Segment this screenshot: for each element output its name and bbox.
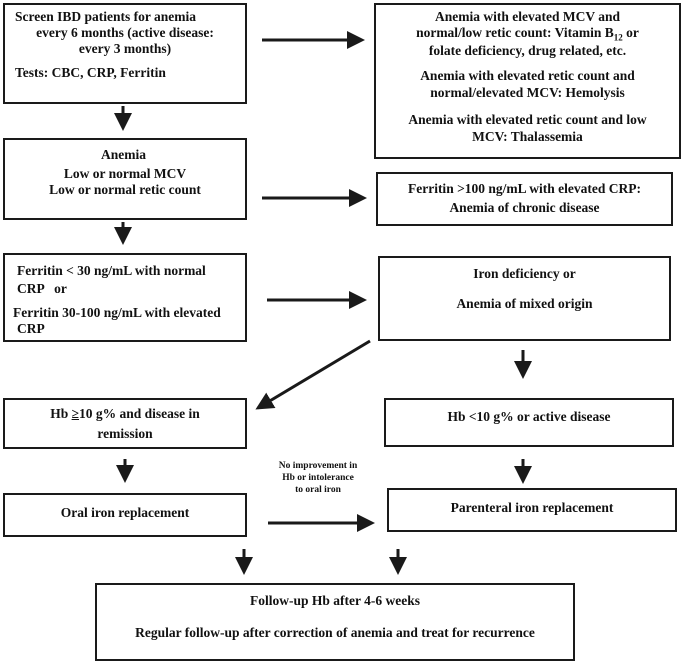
hb-high-line-2: remission <box>97 426 153 441</box>
high-mcv-line-1: Anemia with elevated MCV and <box>435 9 620 24</box>
high-mcv-line-6: Anemia with elevated retic count and low <box>408 112 647 127</box>
high-mcv-line-4: Anemia with elevated retic count and <box>420 68 635 83</box>
ferritin-line-1: Ferritin < 30 ng/mL with normal <box>17 263 206 278</box>
hb-high-box: Hb ≥10 g% and disease in remission <box>3 398 247 449</box>
parenteral-iron-label: Parenteral iron replacement <box>450 500 614 515</box>
hb-low-line-1: Hb <10 g% or active disease <box>447 409 611 424</box>
screen-line-3: every 3 months) <box>78 41 172 56</box>
parenteral-iron-box: Parenteral iron replacement <box>387 488 677 532</box>
high-mcv-line-7: MCV: Thalassemia <box>472 129 583 144</box>
anemia-line-2: Low or normal MCV <box>63 166 187 181</box>
high-mcv-line-5: normal/elevated MCV: Hemolysis <box>430 85 625 100</box>
high-mcv-line-2: normal/low retic count: Vitamin B12 or <box>416 25 639 43</box>
chronic-disease-box: Ferritin >100 ng/mL with elevated CRP: A… <box>376 172 673 226</box>
ferritin-box: Ferritin < 30 ng/mL with normal CRP or F… <box>3 253 247 342</box>
oral-iron-label: Oral iron replacement <box>60 505 190 520</box>
arrow-iron-def-to-hb-high <box>255 339 371 410</box>
hb-high-line-1: Hb ≥10 g% and disease in <box>50 406 200 421</box>
chronic-line-1: Ferritin >100 ng/mL with elevated CRP: <box>407 181 642 196</box>
screen-line-1: Screen IBD patients for anemia <box>15 9 196 24</box>
screen-line-2: every 6 months (active disease: <box>36 25 214 40</box>
ferritin-line-2: CRP or <box>17 281 67 296</box>
anemia-line-3: Low or normal retic count <box>49 182 201 197</box>
oral-iron-box: Oral iron replacement <box>3 493 247 537</box>
screen-box: Screen IBD patients for anemia every 6 m… <box>3 3 247 104</box>
chronic-line-2: Anemia of chronic disease <box>449 200 600 215</box>
follow-up-line-1: Follow-up Hb after 4-6 weeks <box>250 593 420 608</box>
ferritin-line-3: Ferritin 30-100 ng/mL with elevated <box>13 305 221 320</box>
no-improvement-line-2: Hb or intolerance <box>282 473 354 483</box>
iron-def-line-2: Anemia of mixed origin <box>456 296 593 311</box>
no-improvement-note: No improvement in Hb or intolerance to o… <box>262 460 374 496</box>
high-mcv-box: Anemia with elevated MCV and normal/low … <box>374 3 681 159</box>
anemia-box: Anemia Low or normal MCV Low or normal r… <box>3 138 247 220</box>
iron-def-line-1: Iron deficiency or <box>473 266 576 281</box>
follow-up-box: Follow-up Hb after 4-6 weeks Regular fol… <box>95 583 575 661</box>
no-improvement-line-3: to oral iron <box>295 485 341 495</box>
ferritin-line-4: CRP <box>17 321 45 336</box>
iron-deficiency-box: Iron deficiency or Anemia of mixed origi… <box>378 256 671 341</box>
high-mcv-line-3: folate deficiency, drug related, etc. <box>428 43 627 58</box>
follow-up-line-2: Regular follow-up after correction of an… <box>135 625 535 640</box>
no-improvement-line-1: No improvement in <box>278 461 358 471</box>
anemia-line-1: Anemia <box>101 147 146 162</box>
hb-low-box: Hb <10 g% or active disease <box>384 398 674 447</box>
screen-tests: Tests: CBC, CRP, Ferritin <box>15 65 166 80</box>
